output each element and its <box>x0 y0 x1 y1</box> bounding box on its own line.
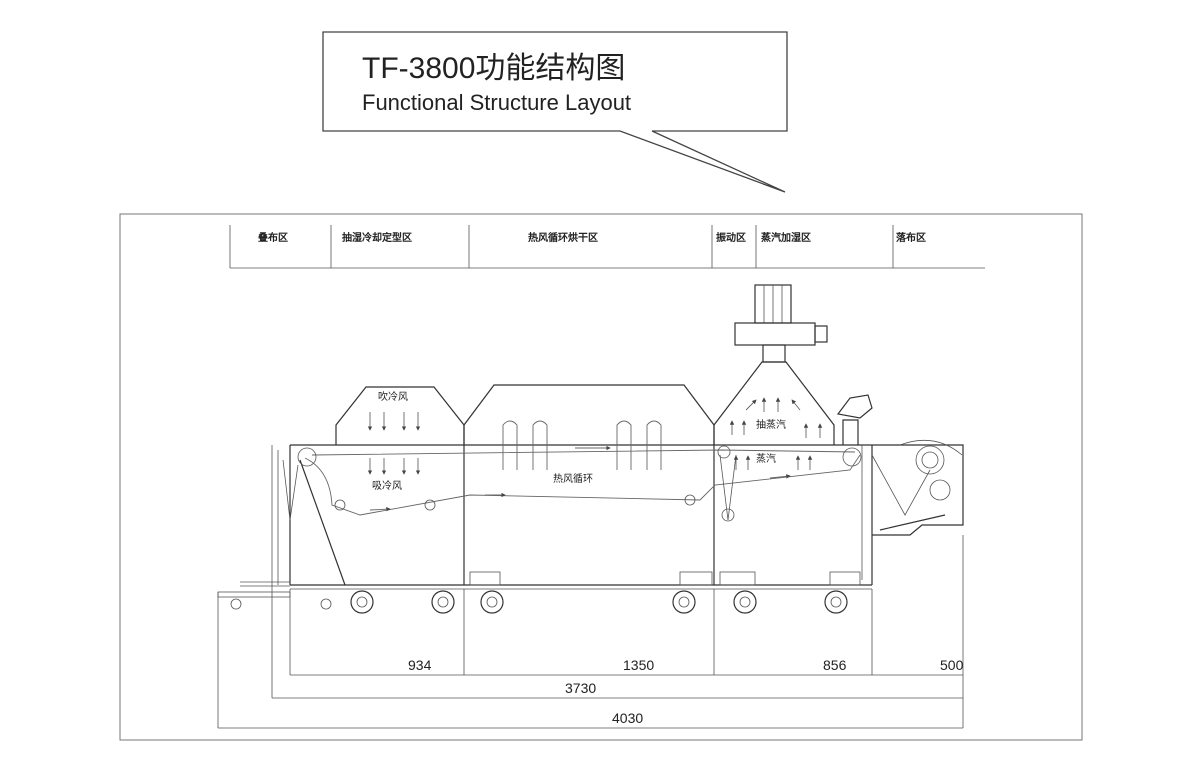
zone-header: 叠布区 抽湿冷却定型区 热风循环烘干区 振动区 蒸汽加湿区 落布区 <box>229 225 985 269</box>
zone-label-drying: 热风循环烘干区 <box>528 231 598 244</box>
callout-subtitle: Functional Structure Layout <box>362 90 631 115</box>
inner-labels: 吹冷风 吸冷风 热风循环 抽蒸汽 蒸汽 <box>372 390 786 492</box>
label-cool-suck: 吸冷风 <box>372 479 402 492</box>
dimension-934: 934 <box>408 657 432 673</box>
wheel <box>431 590 455 614</box>
wheel <box>350 590 374 614</box>
wheel <box>733 590 757 614</box>
zone-label-stacking: 叠布区 <box>258 231 288 244</box>
zone-label-cooling: 抽湿冷却定型区 <box>342 231 412 244</box>
dimension-1350: 1350 <box>623 657 654 673</box>
machine-body <box>217 284 964 728</box>
wheel <box>672 590 696 614</box>
dimension-4030: 4030 <box>612 710 643 726</box>
label-hot-air: 热风循环 <box>553 472 593 485</box>
wheels <box>350 590 848 614</box>
dimension-856: 856 <box>823 657 847 673</box>
diagram-frame <box>119 213 1083 741</box>
title-callout: TF-3800功能结构图 Functional Structure Layout <box>322 31 788 193</box>
wheel <box>824 590 848 614</box>
label-steam-extract: 抽蒸汽 <box>756 418 786 431</box>
label-cool-blow: 吹冷风 <box>378 390 408 403</box>
wheel <box>480 590 504 614</box>
label-steam: 蒸汽 <box>756 452 776 465</box>
zone-label-steam: 蒸汽加湿区 <box>761 231 811 244</box>
dimension-500: 500 <box>940 657 964 673</box>
callout-title: TF-3800功能结构图 <box>362 52 625 85</box>
dimensions: 934 1350 856 500 3730 4030 <box>218 657 964 729</box>
zone-label-unloading: 落布区 <box>896 231 926 244</box>
zone-label-vibration: 振动区 <box>716 231 746 244</box>
airflow-arrows <box>367 397 823 512</box>
dimension-3730: 3730 <box>565 680 596 696</box>
